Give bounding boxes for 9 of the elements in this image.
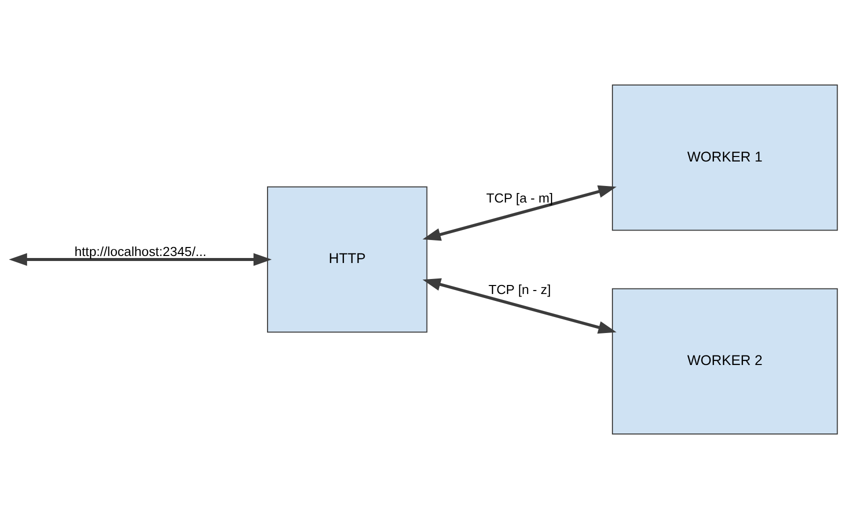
- node-box: WORKER 2: [612, 288, 838, 434]
- arrow: [8, 253, 272, 266]
- arrow: [422, 185, 616, 241]
- edge-label: TCP [n - z]: [488, 282, 551, 298]
- edge-label: TCP [a - m]: [486, 190, 554, 206]
- node-box: WORKER 1: [612, 84, 838, 231]
- edge-label: http://localhost:2345/...: [74, 244, 206, 259]
- node-box: HTTP: [267, 186, 428, 333]
- arrow: [422, 278, 616, 334]
